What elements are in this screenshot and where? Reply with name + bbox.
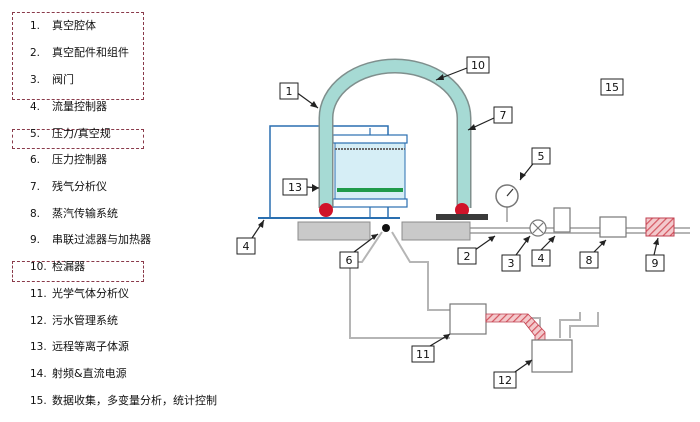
legend-item: 14. 射频&直流电源 [30,365,127,381]
legend-item-number: 7. [30,181,41,193]
red-dot-right [455,203,469,217]
legend-item-label: 蒸汽传输系统 [52,207,118,220]
callout-3: 3 [501,254,521,272]
effluent-management-box [531,339,573,373]
svg-text:4: 4 [243,240,250,253]
legend-item: 8. 蒸汽传输系统 [30,205,118,221]
callout-7: 7 [493,106,513,124]
legend-item: 10. 检漏器 [30,258,85,274]
reactor-top-plate [332,134,408,144]
callout-10: 10 [466,56,490,74]
legend-item-label: 阀门 [52,73,74,86]
legend-group-box-1 [12,12,144,100]
callout-11: 11 [411,345,435,363]
inline-filter-heater [645,217,675,237]
callout-15: 15 [600,78,624,96]
legend-item: 4. 流量控制器 [30,98,107,114]
legend-item-label: 流量控制器 [52,100,107,113]
callout-4-right: 4 [531,249,551,267]
svg-text:10: 10 [471,59,485,72]
legend-item-label: 污水管理系统 [52,314,118,327]
callout-2: 2 [457,247,477,265]
legend-item-number: 4. [30,101,41,113]
legend-item: 11. 光学气体分析仪 [30,285,129,301]
legend-item: 3. 阀门 [30,71,74,87]
legend-item: 12. 污水管理系统 [30,312,118,328]
legend-item-number: 13. [30,341,47,353]
svg-text:2: 2 [464,250,471,263]
svg-text:13: 13 [288,181,302,194]
legend-item: 6. 压力控制器 [30,151,107,167]
legend-item-number: 3. [30,74,41,86]
callout-9: 9 [645,254,665,272]
svg-text:7: 7 [500,109,507,122]
legend-item: 2. 真空配件和组件 [30,44,129,60]
svg-text:12: 12 [498,374,512,387]
legend-item: 7. 残气分析仪 [30,178,107,194]
legend-item: 13. 远程等离子体源 [30,338,129,354]
legend-item-label: 压力/真空规 [52,127,111,140]
svg-text:6: 6 [346,254,353,267]
callout-4-left: 4 [236,237,256,255]
legend-item-label: 真空腔体 [52,19,96,32]
red-dot-left [319,203,333,217]
callout-6: 6 [339,251,359,269]
legend-item: 15. 数据收集，多变量分析，统计控制 [30,392,217,408]
arch-tube-inner [320,60,470,208]
valve-6-dot [382,224,390,232]
base-dark-bar [436,214,488,220]
legend-item: 1. 真空腔体 [30,17,96,33]
legend-item-label: 压力控制器 [52,153,107,166]
svg-text:4: 4 [538,252,545,265]
legend-item-number: 8. [30,208,41,220]
svg-text:3: 3 [508,257,515,270]
callout-8: 8 [579,251,599,269]
legend-item-number: 2. [30,47,41,59]
legend-item-number: 5. [30,128,41,140]
callout-13: 13 [282,178,308,196]
svg-text:1: 1 [286,85,293,98]
green-plate [337,188,403,192]
svg-text:8: 8 [586,254,593,267]
svg-text:15: 15 [605,81,619,94]
legend-item-label: 射频&直流电源 [52,367,127,380]
legend-item: 5. 压力/真空规 [30,125,111,141]
callout-12: 12 [493,371,517,389]
optical-gas-analyzer-box [449,303,487,335]
legend-group-box-5 [12,129,144,149]
legend-item-label: 检漏器 [52,260,85,273]
svg-text:9: 9 [652,257,659,270]
legend-item-label: 串联过滤器与加热器 [52,233,151,246]
flow-controller-box [553,207,571,233]
legend-item-label: 光学气体分析仪 [52,287,129,300]
callout-arrowheads [258,74,659,366]
legend-item-number: 6. [30,154,41,166]
legend-item-number: 15. [30,395,47,407]
legend-item-label: 真空配件和组件 [52,46,129,59]
legend-item-number: 10. [30,261,47,273]
legend-item-number: 11. [30,288,47,300]
svg-text:5: 5 [538,150,545,163]
legend-item-number: 9. [30,234,41,246]
vapor-delivery-box [599,216,627,238]
svg-text:11: 11 [416,348,430,361]
reactor-bottom-plate [332,198,408,208]
legend-item-label: 远程等离子体源 [52,340,129,353]
legend-item-number: 12. [30,315,47,327]
legend-item-label: 残气分析仪 [52,180,107,193]
legend-item-label: 数据收集，多变量分析，统计控制 [52,394,217,407]
legend-item: 9. 串联过滤器与加热器 [30,231,151,247]
callout-5: 5 [531,147,551,165]
chamber-base-plate-right [401,221,471,241]
chamber-base-plate [297,221,371,241]
legend-item-number: 14. [30,368,47,380]
legend-group-box-10 [12,261,144,282]
callout-1: 1 [279,82,299,100]
legend-item-number: 1. [30,20,41,32]
